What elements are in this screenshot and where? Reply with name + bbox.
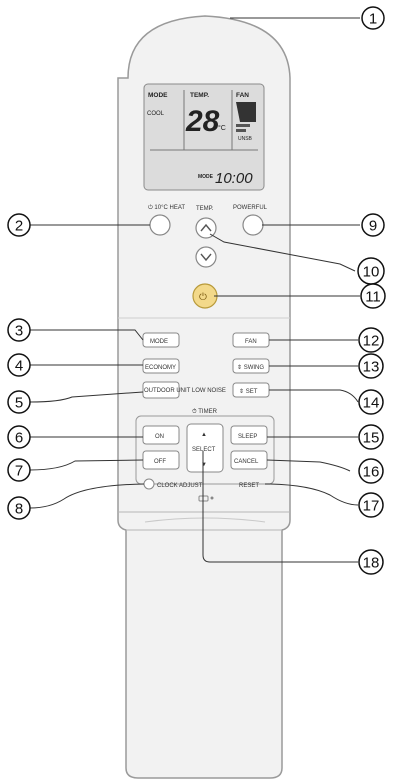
leader-lines (29, 17, 360, 563)
timer-panel (135, 415, 275, 485)
svg-text:10: 10 (363, 264, 380, 281)
reset-button[interactable] (265, 483, 270, 485)
cancel-button-label: CANCEL (234, 459, 259, 465)
temp-up-button[interactable] (195, 217, 217, 239)
callout-3: 3 (7, 318, 31, 342)
select-down-icon: ▼ (201, 462, 207, 468)
svg-text:16: 16 (363, 464, 380, 481)
callout-13: 13 (358, 353, 384, 379)
economy-button-label: ECONOMY (145, 365, 176, 371)
temp-button-label: TEMP. (196, 206, 214, 212)
fan-button-label: FAN (245, 339, 257, 345)
callout-18: 18 (358, 549, 384, 575)
svg-text:9: 9 (369, 218, 377, 235)
svg-text:15: 15 (363, 430, 380, 447)
select-button-label: SELECT (192, 447, 216, 453)
callout-7: 7 (7, 458, 31, 482)
svg-text:12: 12 (363, 333, 380, 350)
swing-button-label: ⇕ SWING (237, 364, 264, 371)
svg-text:13: 13 (363, 359, 380, 376)
svg-text:2: 2 (15, 218, 23, 235)
upper-buttons: ⏻ 10°C HEAT TEMP. POWERFUL ⏻ (148, 204, 268, 309)
display-temp-value: 28 (185, 105, 220, 138)
display-clock-label: MODE (198, 174, 214, 180)
callout-16: 16 (358, 458, 384, 484)
svg-text:14: 14 (363, 395, 380, 412)
callout-15: 15 (358, 424, 384, 450)
svg-text:5: 5 (15, 395, 23, 412)
svg-text:6: 6 (15, 430, 23, 447)
callout-11: 11 (360, 283, 386, 309)
mode-button-label: MODE (150, 339, 168, 345)
callout-17: 17 (358, 492, 384, 518)
timer-on-button[interactable] (142, 425, 180, 445)
display-fan-label: FAN (236, 92, 249, 99)
clock-adjust-button[interactable] (143, 478, 155, 490)
svg-text:8: 8 (15, 501, 23, 518)
display-mode-label: MODE (148, 92, 168, 99)
display-temp-label: TEMP. (190, 92, 209, 99)
sleep-button-label: SLEEP (238, 434, 257, 440)
outdoor-low-noise-label: OUTDOOR UNIT LOW NOISE (144, 388, 226, 394)
callout-14: 14 (358, 389, 384, 415)
sleep-button[interactable] (230, 425, 268, 445)
select-up-icon: ▲ (201, 432, 207, 438)
display-temp-unit: °C (218, 124, 226, 132)
callout-1: 1 (361, 6, 385, 30)
svg-text:4: 4 (15, 358, 23, 375)
svg-text:11: 11 (365, 289, 381, 306)
tenheat-button-label: ⏻ 10°C HEAT (148, 204, 185, 211)
callout-12: 12 (358, 327, 384, 353)
callout-10: 10 (357, 257, 385, 285)
set-button-label: ⇕ SET (239, 388, 258, 395)
timer-off-label: OFF (154, 459, 166, 465)
display-cool-label: COOL (147, 111, 165, 117)
callouts: 1 2 3 4 5 6 7 8 9 10 11 12 13 14 15 16 1… (7, 6, 386, 575)
display-clock-value: 10:00 (215, 170, 253, 187)
outdoor-low-noise-button[interactable] (142, 381, 180, 399)
svg-text:18: 18 (363, 555, 380, 572)
reset-label: RESET (239, 483, 259, 489)
select-button[interactable] (186, 423, 224, 473)
temp-down-button[interactable] (195, 246, 217, 268)
economy-button[interactable] (142, 358, 180, 374)
timer-on-label: ON (155, 434, 164, 440)
timer-label: ⏱ TIMER (192, 408, 218, 415)
remote-body (117, 15, 291, 779)
fan-level-icon (236, 102, 256, 122)
display-fan-sub-label: UNSB (238, 136, 253, 142)
svg-text:3: 3 (15, 323, 23, 340)
lcd-display: MODE TEMP. FAN COOL 28 °C UNSB MODE 10:0… (143, 83, 265, 191)
clock-adjust-label: CLOCK ADJUST (157, 483, 203, 489)
svg-text:1: 1 (369, 11, 377, 28)
callout-6: 6 (7, 425, 31, 449)
callout-2: 2 (7, 213, 31, 237)
power-icon: ⏻ (199, 292, 207, 303)
callout-9: 9 (361, 213, 385, 237)
lower-buttons: MODE FAN ECONOMY ⇕ SWING OUTDOOR UNIT LO… (135, 332, 275, 502)
svg-text:7: 7 (15, 463, 23, 480)
callout-4: 4 (7, 353, 31, 377)
tenheat-button[interactable] (149, 214, 171, 236)
svg-text:17: 17 (363, 498, 380, 515)
callout-8: 8 (7, 496, 31, 520)
powerful-button-label: POWERFUL (233, 205, 268, 211)
powerful-button[interactable] (242, 214, 264, 236)
callout-5: 5 (7, 390, 31, 414)
